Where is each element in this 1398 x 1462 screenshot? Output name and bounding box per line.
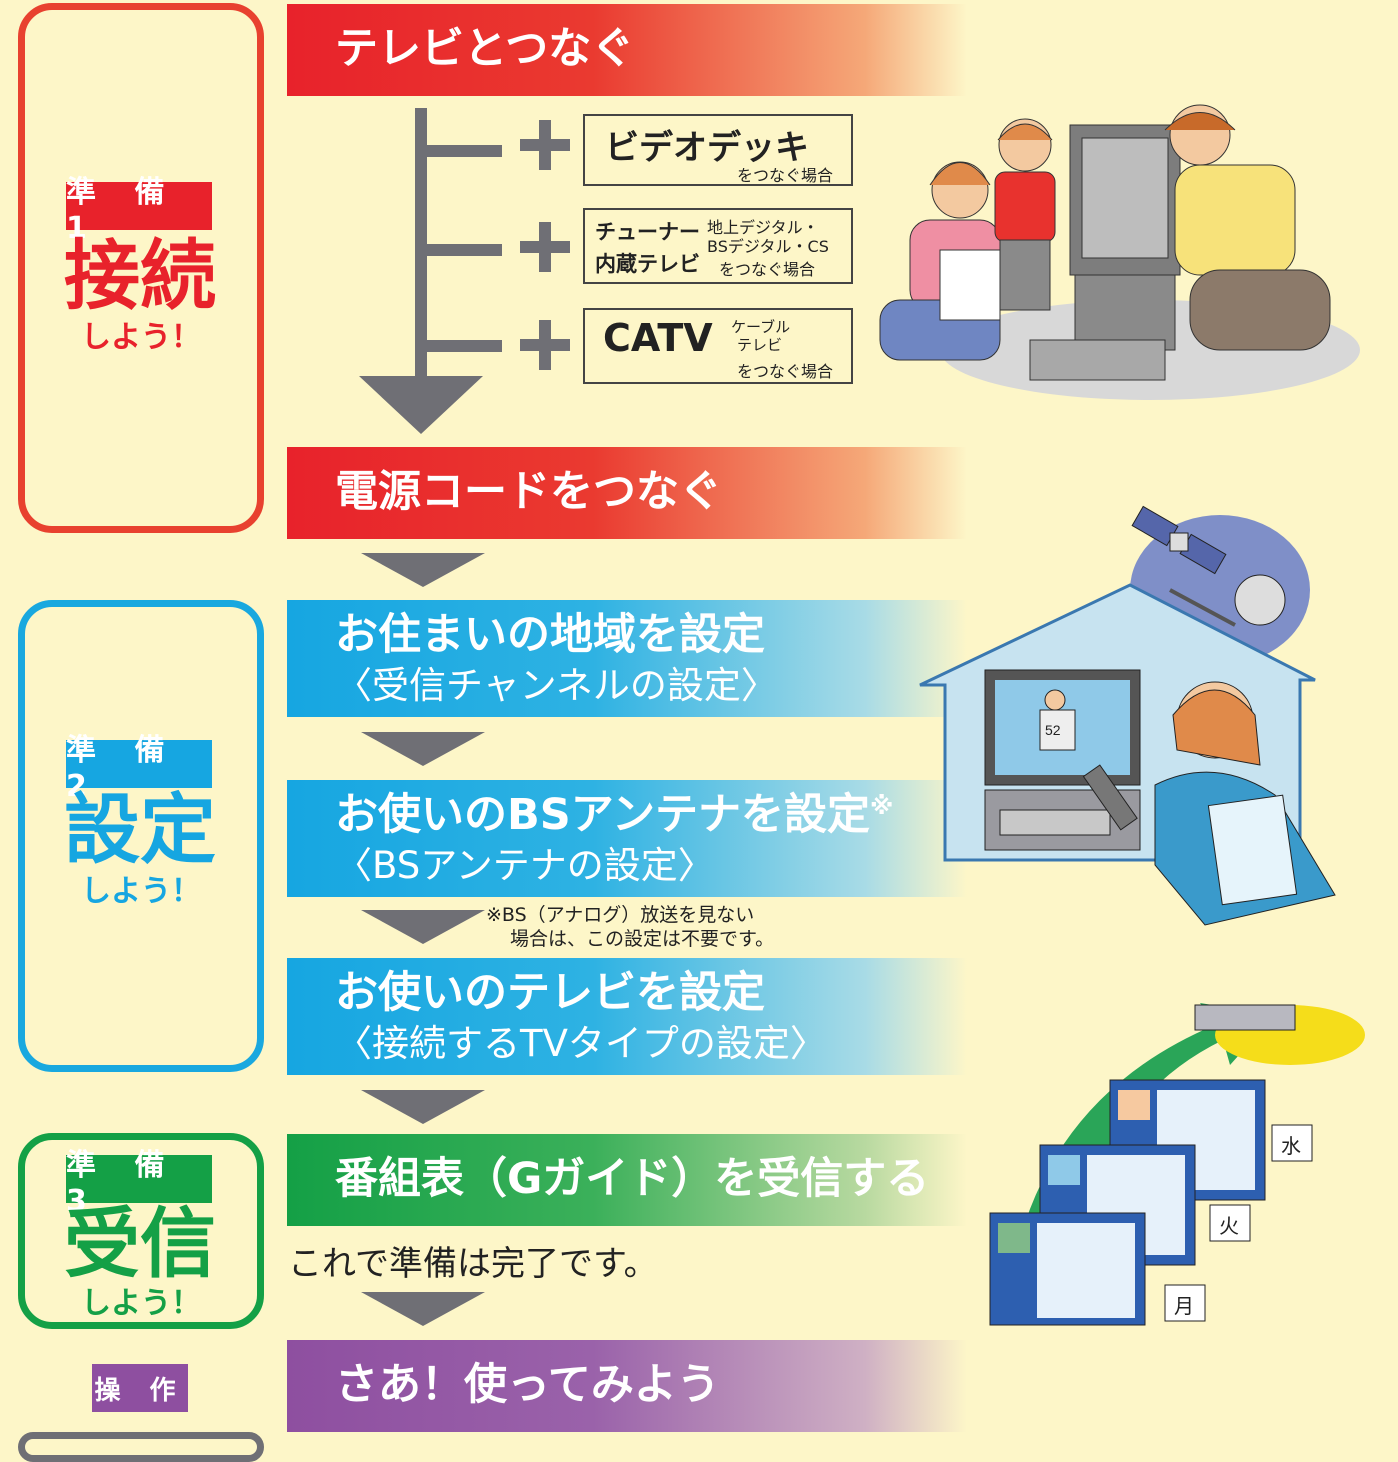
connect-tuner-title-1: チューナー	[595, 220, 700, 244]
banner-start-text: さあ！使ってみよう	[335, 1360, 720, 1410]
connect-video-sub: をつなぐ場合	[736, 166, 833, 185]
calendar-wed: 水	[1281, 1134, 1301, 1158]
step1-sub: しよう！	[81, 320, 201, 355]
tree-branch	[427, 244, 502, 256]
remote-icon	[1082, 764, 1138, 831]
connect-catv-title: CATV	[603, 316, 713, 360]
down-arrow	[361, 732, 485, 766]
step2-title: 設定	[64, 785, 216, 874]
next-frame-edge	[18, 1432, 264, 1462]
connect-catv-box: CATV ケーブル テレビ をつなぐ場合	[583, 308, 853, 384]
bs-note-line1: ※BS（アナログ）放送を見ない	[486, 904, 755, 926]
banner-bs-title-row: お使いのBSアンテナを設定※	[335, 794, 967, 837]
bs-note: ※BS（アナログ）放送を見ない 場合は、この設定は不要です。	[486, 904, 774, 952]
calendar-tue: 火	[1219, 1214, 1239, 1238]
calendar-mon-icon	[1164, 1284, 1206, 1322]
banner-bs-sub: 〈BSアンテナの設定〉	[335, 844, 715, 887]
tree-branch	[427, 145, 502, 157]
step2-frame	[18, 600, 264, 1072]
step1-badge: 準 備 1	[66, 175, 212, 246]
connect-tuner-title-2: 内蔵テレビ	[595, 252, 700, 276]
tree-vertical-line	[415, 108, 427, 388]
connect-tuner-box: チューナー 内蔵テレビ 地上デジタル・ BSデジタル・CS をつなぐ場合	[583, 208, 853, 284]
down-arrow	[361, 553, 485, 587]
step2-badge: 準 備 2	[66, 733, 212, 804]
banner-tv-type-title: お使いのテレビを設定	[335, 968, 765, 1018]
recorder-icon	[1194, 1004, 1296, 1031]
guide-screen	[989, 1212, 1146, 1326]
step1-title: 接続	[64, 231, 216, 320]
down-arrow	[361, 1292, 485, 1326]
banner-guide-text: 番組表（Gガイド）を受信する	[335, 1154, 930, 1204]
banner-tv-connect: テレビとつなぐ	[287, 4, 967, 96]
guide-screen	[1109, 1079, 1266, 1201]
banner-bs-mark: ※	[870, 792, 894, 820]
step3-badge: 準 備 3	[66, 1148, 212, 1219]
connect-catv-paren-2: テレビ	[737, 336, 783, 354]
banner-guide: 番組表（Gガイド）を受信する	[287, 1134, 967, 1226]
banner-power-text: 電源コードをつなぐ	[335, 467, 722, 517]
banner-region-title: お住まいの地域を設定	[335, 610, 765, 660]
step2-sub: しよう！	[81, 874, 201, 909]
plus-icon	[520, 222, 570, 272]
down-arrow	[361, 910, 485, 944]
program-guide-illustration: 水 火 月	[989, 1003, 1365, 1326]
banner-bs: お使いのBSアンテナを設定※ 〈BSアンテナの設定〉	[287, 780, 967, 897]
banner-region: お住まいの地域を設定 〈受信チャンネルの設定〉	[287, 600, 967, 717]
step3-title: 受信	[64, 1199, 216, 1288]
player-number: 52	[1045, 722, 1061, 738]
step3-sub: しよう！	[81, 1286, 201, 1321]
complete-text: これで準備は完了です。	[288, 1244, 658, 1284]
connect-video-box: ビデオデッキ をつなぐ場合	[583, 114, 853, 186]
plus-icon	[520, 120, 570, 170]
banner-power: 電源コードをつなぐ	[287, 447, 967, 539]
tree-branch	[427, 340, 502, 352]
tree-arrow-head	[359, 376, 483, 434]
house-antenna-illustration: 52	[919, 505, 1336, 926]
recorder-icon	[1029, 339, 1166, 381]
banner-bs-title: お使いのBSアンテナを設定	[335, 790, 871, 840]
banner-tv-connect-text: テレビとつなぐ	[335, 24, 635, 74]
banner-start: さあ！使ってみよう	[287, 1340, 967, 1432]
family-tv-illustration	[879, 104, 1360, 400]
connect-catv-paren-1: ケーブル	[731, 318, 791, 336]
banner-region-sub: 〈受信チャンネルの設定〉	[335, 664, 778, 707]
connect-catv-sub: をつなぐ場合	[736, 362, 833, 381]
connect-tuner-paren-2: BSデジタル・CS	[707, 237, 829, 256]
connect-video-title: ビデオデッキ	[605, 128, 809, 168]
bs-note-line2: 場合は、この設定は不要です。	[510, 927, 775, 950]
calendar-tue-icon	[1209, 1204, 1251, 1242]
connect-tuner-sub: をつなぐ場合	[719, 260, 816, 279]
dish-antenna-icon	[1234, 574, 1286, 626]
calendar-wed-icon	[1271, 1124, 1313, 1162]
plus-icon	[520, 320, 570, 370]
connect-tuner-paren-1: 地上デジタル・	[707, 218, 819, 237]
down-arrow	[361, 1090, 485, 1124]
satellite-icon	[1131, 505, 1227, 575]
recorder-icon	[999, 809, 1111, 836]
antenna-icon	[1169, 588, 1236, 627]
banner-tv-type-sub: 〈接続するTVタイプの設定〉	[335, 1022, 827, 1065]
banner-tv-type: お使いのテレビを設定 〈接続するTVタイプの設定〉	[287, 958, 967, 1075]
calendar-mon: 月	[1174, 1294, 1194, 1318]
step1-frame	[18, 3, 264, 533]
operate-badge: 操 作	[92, 1364, 188, 1412]
